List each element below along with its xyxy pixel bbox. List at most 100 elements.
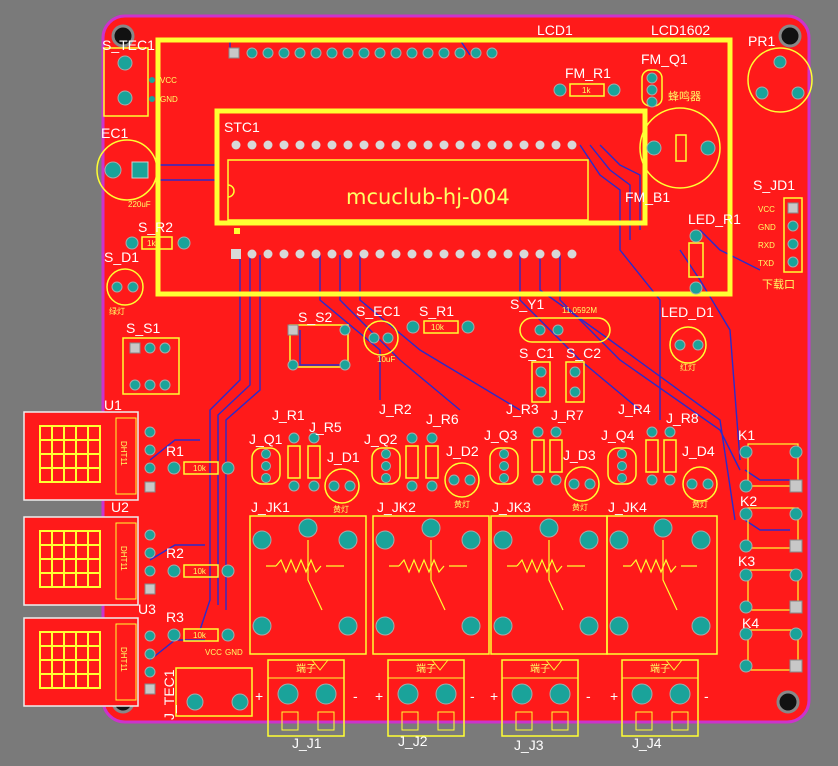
- s-r2-pad1: [125, 236, 139, 250]
- s-jd1-pad3: [787, 238, 799, 250]
- fm-q1-pad2: [646, 84, 658, 96]
- board-outline: [101, 14, 811, 724]
- s-jd1-pad2: [787, 220, 799, 232]
- label-u1: U1: [104, 397, 122, 413]
- fm-r1-body: [569, 83, 605, 97]
- board-title: mcuclub-hj-004: [346, 185, 510, 209]
- label-j-d4: J_D4: [682, 443, 715, 459]
- mcu-chip-notch: [227, 184, 235, 198]
- label-power-light: 绿灯: [109, 306, 125, 316]
- s-ec1-pad1: [368, 332, 380, 344]
- s-y1-pad2: [552, 324, 564, 336]
- label-pr1: PR1: [748, 33, 775, 49]
- s-s2-pad3: [287, 359, 299, 371]
- buzzer-pad2: [700, 140, 716, 156]
- s-s1-pad2: [144, 342, 156, 354]
- label-k2: K2: [740, 493, 757, 509]
- button-k2: [739, 507, 803, 553]
- label-j-r6: J_R6: [426, 411, 459, 427]
- label-j-q3: J_Q3: [484, 427, 518, 443]
- u2-sensor: [23, 516, 156, 606]
- label-j-jk2: J_JK2: [377, 499, 416, 515]
- ec1-pad-square: [131, 161, 149, 179]
- label-s-r2: S_R2: [138, 219, 173, 235]
- label-fm-b1: FM_B1: [625, 189, 670, 205]
- label-s-d1: S_D1: [104, 249, 139, 265]
- buzzer-outline: [639, 107, 721, 189]
- label-yellow-light-3: 黄灯: [572, 502, 588, 512]
- label-j-j3: J_J3: [514, 737, 544, 753]
- label-j3-plus: +: [490, 688, 498, 704]
- terminal-j-j4: [621, 659, 699, 737]
- s-y1-outline: [519, 317, 611, 343]
- s-d1-pad1: [111, 281, 123, 293]
- s-d1-outline: [106, 268, 144, 306]
- label-fm-r1-value: 1k: [582, 86, 591, 95]
- u3-sensor: [23, 617, 156, 707]
- s-tec1-pad2: [117, 90, 133, 106]
- s-c2-pad2: [569, 386, 581, 398]
- r2-body: [183, 564, 219, 578]
- label-fm-q1: FM_Q1: [641, 51, 688, 67]
- label-j-r5: J_R5: [309, 419, 342, 435]
- mounting-hole-top-right: [778, 24, 802, 48]
- label-terminal-4: 端子: [650, 662, 670, 675]
- button-k1: [739, 443, 803, 493]
- s-r1-pad2: [461, 320, 475, 334]
- ec1-pad-round: [104, 161, 122, 179]
- relay-driver-2: [371, 432, 480, 498]
- r2-pad2: [221, 564, 235, 578]
- label-j-j1: J_J1: [292, 735, 322, 751]
- s-jd1-outline: [783, 197, 803, 273]
- label-j1-plus: +: [255, 688, 263, 704]
- label-red-light: 红灯: [680, 362, 696, 372]
- copper-traces: [149, 39, 790, 661]
- buzzer-element: [675, 134, 687, 162]
- label-led-d1: LED_D1: [661, 304, 714, 320]
- s-r2-body: [141, 236, 173, 250]
- r3-pad1: [167, 628, 181, 642]
- label-r2-value: 10k: [193, 567, 207, 576]
- label-j-jk1: J_JK1: [251, 499, 290, 515]
- s-ec1-pad2: [382, 332, 394, 344]
- s-r2-pad2: [177, 236, 191, 250]
- label-s-tec1-gnd: GND: [160, 95, 178, 104]
- label-r1: R1: [166, 443, 184, 459]
- mcu-chip-outline: [227, 159, 589, 221]
- label-s-tec1: S_TEC1: [102, 37, 155, 53]
- label-j4-minus: -: [704, 688, 709, 704]
- label-j3-minus: -: [586, 688, 591, 704]
- ec1-outline: [96, 139, 158, 201]
- label-yellow-light-4: 黄灯: [692, 499, 708, 509]
- led-d1-outline: [669, 326, 707, 364]
- label-terminal-1: 端子: [296, 662, 316, 675]
- label-s-c2: S_C2: [566, 345, 601, 361]
- pr1-pad2: [755, 86, 769, 100]
- label-u2: U2: [111, 499, 129, 515]
- label-s-r1: S_R1: [419, 303, 454, 319]
- label-r1-value: 10k: [193, 464, 207, 473]
- label-j2-plus: +: [375, 688, 383, 704]
- s-tec1-pad: [117, 55, 133, 71]
- s-r1-pad1: [406, 320, 420, 334]
- label-r2: R2: [166, 545, 184, 561]
- s-c1-pad1: [535, 366, 547, 378]
- label-j-j4: J_J4: [632, 735, 662, 751]
- label-u3-dht11: DHT11: [119, 647, 128, 672]
- fm-q1-pad3: [646, 96, 658, 108]
- r1-pad1: [167, 461, 181, 475]
- label-jd-txd: TXD: [758, 259, 774, 268]
- s-y1-pad1: [534, 324, 546, 336]
- label-j-r1: J_R1: [272, 407, 305, 423]
- s-c1-outline: [531, 361, 551, 403]
- pr1-pad3: [791, 86, 805, 100]
- label-j-j2: J_J2: [398, 733, 428, 749]
- lcd1602-outline: [155, 37, 733, 297]
- relay-j-jk4: [606, 515, 718, 655]
- j-tec1-pad2: [231, 693, 249, 711]
- s-tec1-outline: [103, 47, 149, 117]
- label-j-q1: J_Q1: [249, 431, 283, 447]
- label-s-r1-value: 10k: [431, 323, 445, 332]
- label-j-q2: J_Q2: [364, 431, 398, 447]
